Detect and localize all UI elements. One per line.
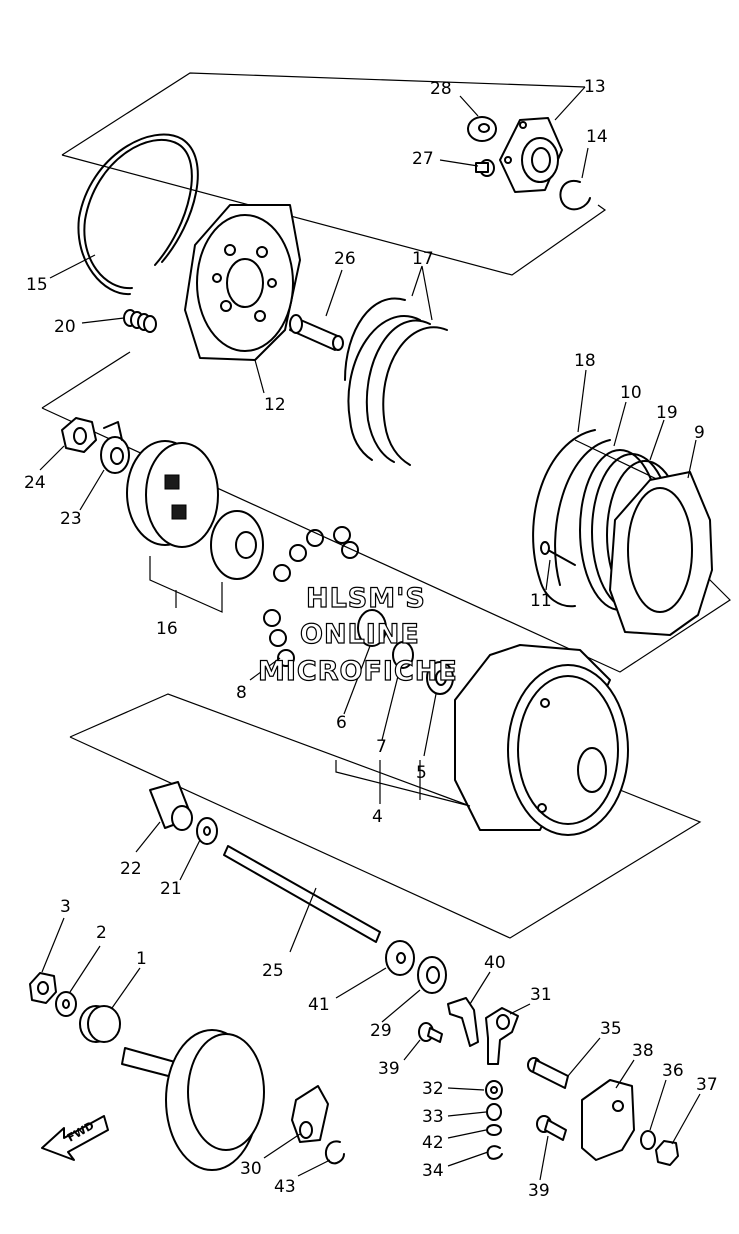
part-28-bearing [467,116,497,142]
callout-1: 1 [136,949,147,969]
part-3-nut [29,972,57,1004]
callout-10: 10 [620,383,642,403]
callout-28: 28 [430,79,452,99]
part-22-spacer [149,781,193,831]
callout-36: 36 [662,1061,684,1081]
part-8-balls [263,526,359,667]
part-27-rivet [475,159,495,177]
callout-4: 4 [372,807,383,827]
part-37-nut [655,1140,679,1166]
forward-direction-arrow: FWD [41,1115,109,1161]
part-6-ring [357,609,387,647]
callout-39b: 39 [528,1181,550,1201]
callout-40: 40 [484,953,506,973]
callout-37: 37 [696,1075,718,1095]
watermark-line-2: ONLINE [300,619,420,650]
part-40-lever [447,997,479,1047]
callout-33: 33 [422,1107,444,1127]
callout-20: 20 [54,317,76,337]
part-33-spacer [486,1103,502,1121]
part-13-housing [499,117,563,193]
callout-9: 9 [694,423,705,443]
callout-2: 2 [96,923,107,943]
part-38-bracket [581,1079,635,1161]
callout-23: 23 [60,509,82,529]
part-31-lever [485,1007,519,1065]
callout-43: 43 [274,1177,296,1197]
callout-42: 42 [422,1133,444,1153]
part-39-bolt-a [418,1022,443,1043]
part-21-washer [196,817,218,845]
part-35-bolt [527,1057,569,1089]
part-20-spring [123,309,157,333]
part-17-plates [344,297,448,466]
callout-13: 13 [584,77,606,97]
callout-11: 11 [530,591,552,611]
callout-19: 19 [656,403,678,423]
callout-29: 29 [370,1021,392,1041]
part-16-clutch-boss [126,440,264,580]
callout-labels: 1 2 3 4 5 6 7 8 9 10 11 12 13 14 15 16 1… [24,77,718,1201]
part-26-push-rod [289,314,344,351]
callout-17: 17 [412,249,434,269]
callout-5: 5 [416,763,427,783]
callout-24: 24 [24,473,46,493]
part-5-bearing [426,661,454,695]
callout-22: 22 [120,859,142,879]
part-7-washer [392,641,414,669]
part-12-pressure-plate [184,204,301,361]
callout-38: 38 [632,1041,654,1061]
callout-34: 34 [422,1161,444,1181]
callout-30: 30 [240,1159,262,1179]
part-11-bolt [540,541,576,566]
part-23-lock-washer [100,421,130,474]
callout-14: 14 [586,127,608,147]
part-2-washer [55,991,77,1017]
callout-7: 7 [376,737,387,757]
callout-32: 32 [422,1079,444,1099]
callout-8: 8 [236,683,247,703]
part-36-washer [640,1130,656,1150]
callout-31: 31 [530,985,552,1005]
part-1-gear [79,1005,121,1043]
crankshaft-primary-gear [121,1029,265,1171]
part-34-clip [486,1145,503,1160]
part-39-bolt-b [536,1115,567,1141]
callout-3: 3 [60,897,71,917]
callout-26: 26 [334,249,356,269]
part-42-washer [486,1124,502,1136]
watermark: HLSM'S ONLINE MICROFICHE [257,582,458,687]
watermark-line-1: HLSM'S [306,583,426,614]
part-43-circlip [324,1140,345,1165]
part-15-wire-ring [83,138,193,290]
callout-6: 6 [336,713,347,733]
callout-21: 21 [160,879,182,899]
callout-25: 25 [262,961,284,981]
part-41-washer [385,940,415,976]
callout-35: 35 [600,1019,622,1039]
part-4-clutch-housing [454,644,629,836]
callout-39a: 39 [378,1059,400,1079]
part-32-nut [485,1080,503,1100]
callout-16: 16 [156,619,178,639]
callout-18: 18 [574,351,596,371]
callout-12: 12 [264,395,286,415]
part-30-cam [291,1085,329,1143]
watermark-line-3: MICROFICHE [258,656,458,687]
part-14-circlip [559,179,591,211]
part-29-bearing [417,956,447,994]
part-25-shaft [223,845,381,943]
leader-lines [39,86,701,1181]
part-9-plate [609,471,713,636]
part-18-friction-plate [532,429,611,608]
part-24-nut [61,417,97,453]
callout-41: 41 [308,995,330,1015]
callout-27: 27 [412,149,434,169]
callout-15: 15 [26,275,48,295]
